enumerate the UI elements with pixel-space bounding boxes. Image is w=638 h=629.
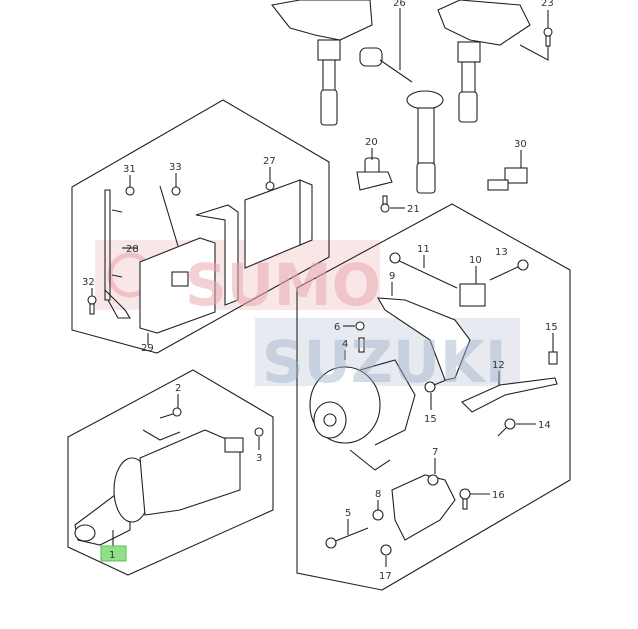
block-10 bbox=[459, 266, 486, 307]
label-part-12[interactable]: 12 bbox=[492, 360, 505, 371]
label-part-29[interactable]: 29 bbox=[141, 343, 154, 354]
part-1-highlight[interactable] bbox=[100, 545, 127, 562]
bolt-15-upper bbox=[424, 379, 447, 410]
label-part-15-lower[interactable]: 15 bbox=[424, 414, 437, 425]
ignition-coil-left bbox=[271, 0, 373, 126]
bracket-9 bbox=[376, 282, 471, 381]
watermark-line1: SUMO bbox=[185, 251, 381, 319]
bolt-23 bbox=[519, 10, 553, 61]
label-part-13[interactable]: 13 bbox=[495, 247, 508, 258]
label-part-4[interactable]: 4 bbox=[342, 339, 348, 350]
label-part-8[interactable]: 8 bbox=[375, 489, 381, 500]
bushing-8 bbox=[372, 500, 384, 521]
label-part-30[interactable]: 30 bbox=[514, 139, 527, 150]
label-part-23[interactable]: 23 bbox=[541, 0, 554, 9]
ignition-coil-right bbox=[437, 0, 531, 123]
nut-6 bbox=[343, 321, 365, 331]
bolt-21 bbox=[380, 195, 405, 213]
label-part-27[interactable]: 27 bbox=[263, 156, 276, 167]
bracket-12 bbox=[461, 371, 558, 413]
label-part-3[interactable]: 3 bbox=[256, 453, 262, 464]
label-part-15-right[interactable]: 15 bbox=[545, 322, 558, 333]
bolt-14 bbox=[497, 418, 536, 437]
label-part-1[interactable]: 1 bbox=[109, 550, 115, 561]
bolt-15-right bbox=[548, 333, 558, 365]
label-part-21[interactable]: 21 bbox=[407, 204, 420, 215]
bolt-13 bbox=[489, 259, 529, 281]
label-part-7[interactable]: 7 bbox=[432, 447, 438, 458]
stud bbox=[358, 337, 365, 353]
label-part-32[interactable]: 32 bbox=[82, 277, 95, 288]
label-part-11[interactable]: 11 bbox=[417, 244, 430, 255]
label-part-9[interactable]: 9 bbox=[389, 271, 395, 282]
sensor-20 bbox=[356, 148, 393, 191]
starter-1 bbox=[74, 429, 244, 547]
ecu-29 bbox=[139, 204, 239, 345]
label-part-6[interactable]: 6 bbox=[334, 322, 340, 333]
label-part-33[interactable]: 33 bbox=[169, 162, 182, 173]
label-part-10[interactable]: 10 bbox=[469, 255, 482, 266]
ecu-group-box bbox=[71, 99, 330, 354]
watermark-line2: SUZUKI bbox=[262, 328, 507, 396]
bolt-32 bbox=[87, 288, 97, 315]
label-part-14[interactable]: 14 bbox=[538, 420, 551, 431]
alternator-4 bbox=[309, 350, 416, 471]
bolt-11 bbox=[389, 252, 458, 289]
starter-group-box bbox=[67, 369, 274, 576]
nut-3 bbox=[254, 427, 264, 450]
alternator-group-box bbox=[296, 203, 571, 591]
label-part-26[interactable]: 26 bbox=[393, 0, 406, 9]
label-part-20[interactable]: 20 bbox=[365, 137, 378, 148]
label-part-28[interactable]: 28 bbox=[126, 244, 139, 255]
label-part-16[interactable]: 16 bbox=[492, 490, 505, 501]
label-part-31[interactable]: 31 bbox=[123, 164, 136, 175]
label-part-17[interactable]: 17 bbox=[379, 571, 392, 582]
sensor-30 bbox=[487, 150, 528, 191]
bolt-5 bbox=[325, 519, 369, 549]
bolt-16 bbox=[459, 488, 490, 510]
ecu-27 bbox=[244, 167, 313, 269]
bracket-7 bbox=[391, 458, 456, 541]
label-part-5[interactable]: 5 bbox=[345, 508, 351, 519]
nut-17 bbox=[380, 544, 392, 567]
bolt-2 bbox=[142, 394, 182, 441]
bracket-28 bbox=[104, 189, 138, 319]
nut-33 bbox=[159, 173, 181, 247]
nut-31 bbox=[125, 175, 135, 196]
label-part-2[interactable]: 2 bbox=[175, 383, 181, 394]
spark-plug-cable bbox=[359, 8, 444, 194]
